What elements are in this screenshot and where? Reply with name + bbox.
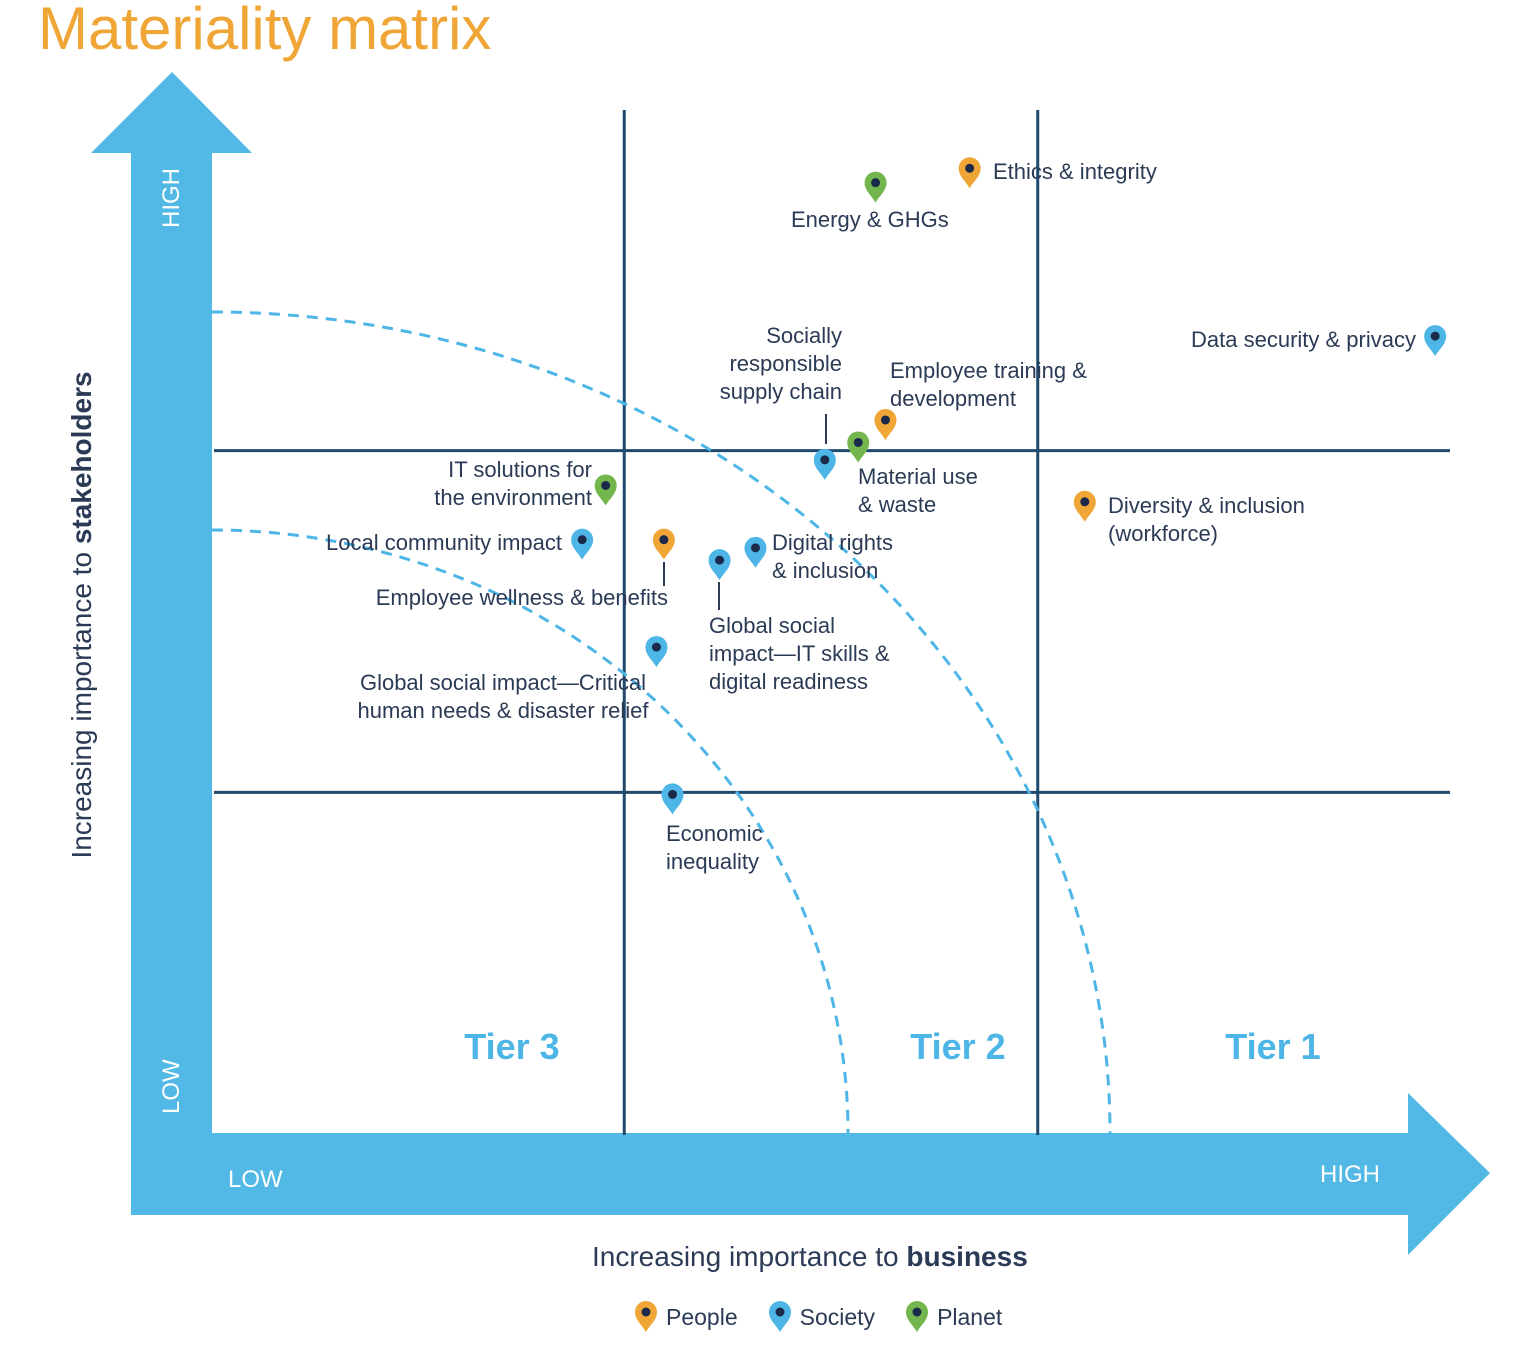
pin-dot	[601, 480, 611, 490]
pin-dot	[1080, 497, 1090, 507]
y-high-label: HIGH	[158, 168, 185, 228]
tier-boundary-outer	[211, 310, 1112, 1134]
pin-dot	[880, 415, 890, 425]
y-low-label: LOW	[158, 1059, 185, 1114]
pin-dot	[750, 543, 760, 553]
data-point-pin	[864, 171, 887, 203]
x-low-label: LOW	[228, 1166, 283, 1193]
legend-item-society: Society	[768, 1300, 875, 1334]
pin-dot	[871, 178, 881, 188]
legend-label: Planet	[937, 1303, 1003, 1330]
point-label: Energy & GHGs	[791, 207, 949, 232]
pin-icon	[906, 1301, 929, 1332]
data-point-pin	[958, 157, 981, 189]
point-label: Material use & waste	[858, 464, 978, 517]
x-axis-title-text: Increasing importance to	[592, 1241, 907, 1272]
y-axis-title-bold: stakeholders	[66, 371, 97, 545]
tier-1-label: Tier 1	[1225, 1026, 1321, 1067]
data-point-pin	[847, 431, 870, 463]
point-label: IT solutions for the environment	[434, 457, 592, 510]
y-axis-title: Increasing importance to stakeholders	[66, 371, 98, 858]
point-label: Employee training & development	[890, 358, 1087, 411]
x-axis-title-bold: business	[906, 1241, 1028, 1272]
data-point-pin	[1073, 490, 1096, 522]
y-axis-arrow	[91, 72, 252, 1133]
pin-dot	[853, 437, 863, 447]
legend-label: Society	[799, 1303, 876, 1330]
data-point-pin	[594, 474, 617, 506]
x-high-label: HIGH	[1320, 1161, 1380, 1188]
legend: People Society Planet	[634, 1300, 1002, 1334]
page-title: Materiality matrix	[38, 0, 492, 62]
data-point-pin	[645, 636, 668, 668]
data-point-pin	[813, 448, 836, 480]
point-label: Data security & privacy	[1191, 327, 1416, 352]
point-label: Employee wellness & benefits	[375, 585, 668, 610]
pin-dot	[577, 535, 587, 545]
data-point-pin	[661, 783, 684, 815]
legend-item-people: People	[634, 1300, 738, 1334]
pin-dot	[1430, 331, 1440, 341]
data-point-pin	[708, 549, 731, 581]
data-point-pin	[571, 528, 594, 560]
pin-dot	[659, 535, 669, 545]
point-label: Local community impact	[326, 530, 562, 555]
pin-icon	[635, 1301, 657, 1332]
pin-dot	[715, 555, 725, 565]
data-point-pin	[744, 536, 767, 568]
point-label: Economic inequality	[666, 821, 763, 874]
point-label: Ethics & integrity	[993, 159, 1157, 184]
data-point-pin	[874, 408, 897, 440]
pin-icon	[768, 1301, 791, 1332]
pin-dot	[965, 163, 975, 173]
x-axis-title: Increasing importance to business	[592, 1241, 1028, 1273]
tier-2-label: Tier 2	[910, 1026, 1006, 1067]
y-axis-title-text: Increasing importance to	[66, 544, 97, 859]
point-label: Global social impact—Critical human need…	[357, 670, 649, 723]
data-point-pin	[1424, 325, 1447, 357]
x-axis-arrow	[131, 1093, 1490, 1255]
legend-item-planet: Planet	[905, 1300, 1002, 1334]
point-label: Socially responsible supply chain	[719, 323, 842, 404]
tier-3-label: Tier 3	[464, 1026, 560, 1067]
pin-dot	[668, 789, 678, 799]
point-label: Diversity & inclusion (workforce)	[1108, 493, 1305, 546]
point-label: Global social impact—IT skills & digital…	[709, 613, 890, 694]
data-point-pin	[652, 528, 675, 560]
point-label: Digital rights & inclusion	[772, 530, 894, 583]
pin-dot	[820, 455, 830, 465]
pin-dot	[651, 642, 661, 652]
legend-label: People	[666, 1303, 738, 1330]
tier-boundary-inner	[211, 528, 850, 1134]
